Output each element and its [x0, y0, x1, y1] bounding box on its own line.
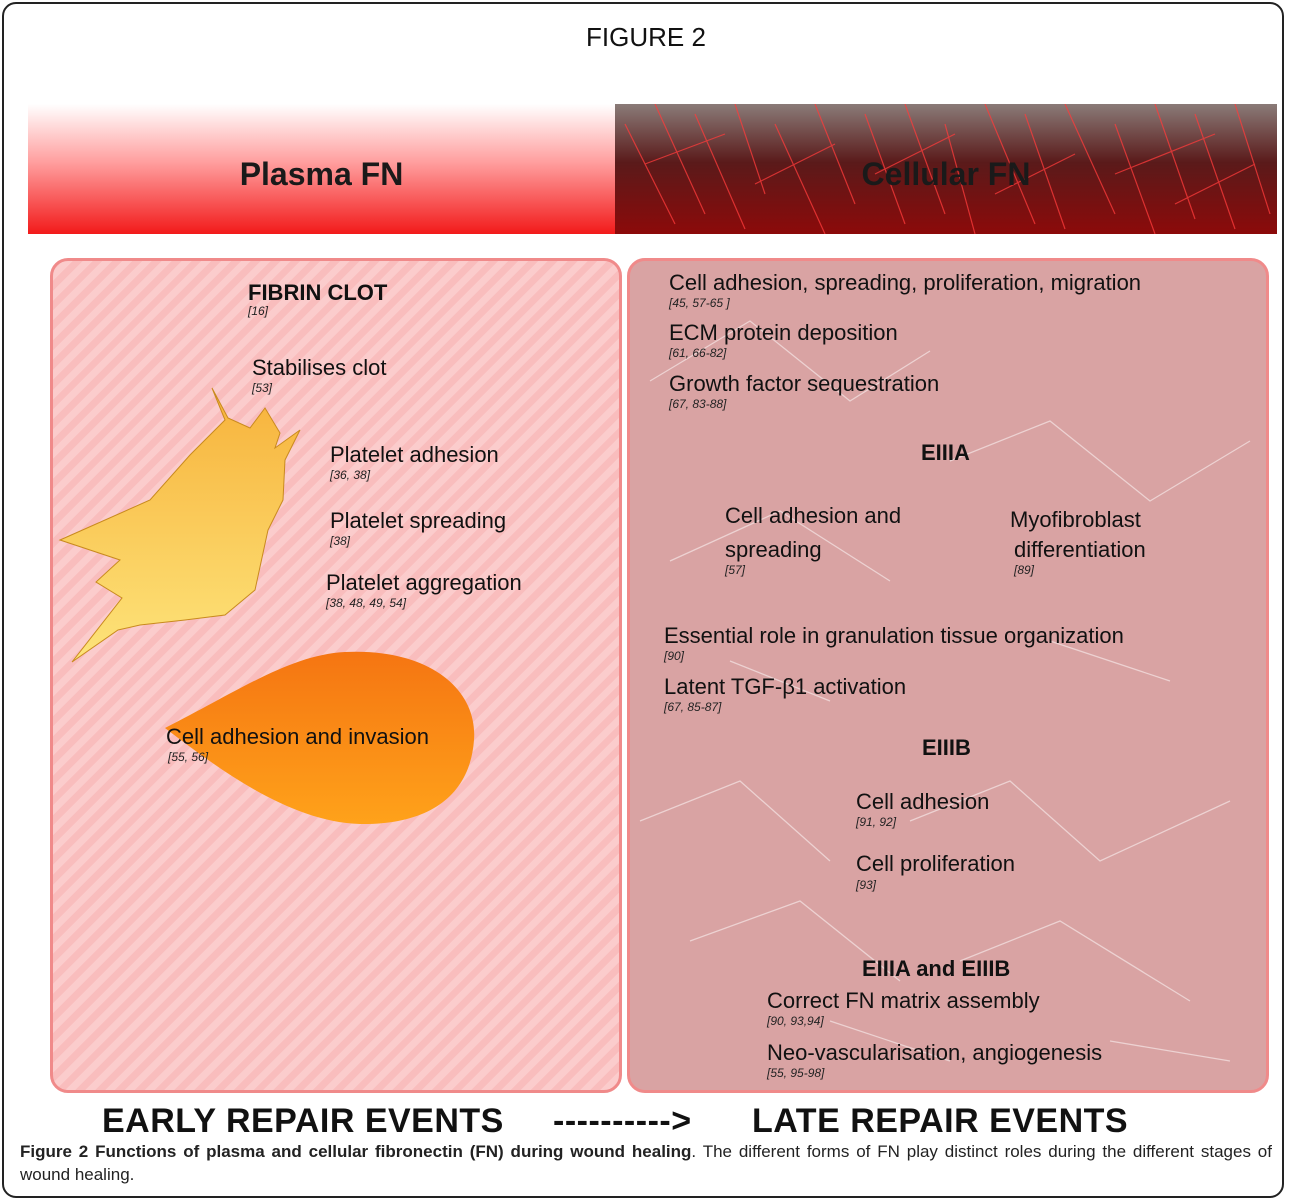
caption-bold: Figure 2 Functions of plasma and cellula… [20, 1142, 692, 1161]
caption-text: . The different forms of FN play distinc… [20, 1142, 1272, 1184]
eiiib-cell-adhesion: Cell adhesion [856, 789, 990, 814]
fn-matrix-assembly: Correct FN matrix assembly [767, 988, 1040, 1013]
figure-caption: Figure 2 Functions of plasma and cellula… [20, 1140, 1272, 1186]
eiiib-cell-proliferation-ref: [93] [856, 878, 877, 892]
early-repair-events: EARLY REPAIR EVENTS [102, 1102, 504, 1140]
eiiia-cell-line2: spreading [725, 537, 822, 562]
fibrin-clot-heading: FIBRIN CLOT [248, 280, 388, 305]
invasion-cell-shape [165, 651, 475, 825]
myofibroblast-line1: Myofibroblast [1010, 507, 1141, 532]
matrix-texture [639, 320, 1251, 1062]
fibre-texture [624, 104, 1271, 234]
platelet-spreading-ref: [38] [330, 534, 351, 548]
cellular-fn-panel [627, 258, 1269, 1093]
figure-label: FIGURE 2 [586, 22, 706, 52]
plasma-fn-band: Plasma FN [28, 104, 615, 234]
eiiia-cell-line1: Cell adhesion and [725, 503, 902, 528]
platelet-spreading: Platelet spreading [330, 508, 507, 533]
cell-adhesion-invasion-ref: [55, 56] [168, 750, 209, 764]
growth-factor-sequestration: Growth factor sequestration [669, 371, 940, 396]
eiiia-heading: EIIIA [921, 440, 970, 465]
myofibroblast-ref: [89] [1014, 563, 1035, 577]
eiiia-eiiib-heading: EIIIA and EIIIB [862, 956, 1011, 981]
cellular-fn-band: Cellular FN [615, 104, 1277, 234]
cell-adhesion-invasion: Cell adhesion and invasion [166, 724, 429, 749]
cellular-fn-title: Cellular FN [861, 156, 1031, 192]
platelet-adhesion-ref: [36, 38] [330, 468, 371, 482]
ecm-protein-deposition-ref: [61, 66-82] [669, 346, 727, 360]
plasma-fn-title: Plasma FN [239, 156, 404, 192]
eiiib-heading: EIIIB [922, 735, 971, 760]
ecm-protein-deposition: ECM protein deposition [669, 320, 898, 345]
neo-vascularisation-ref: [55, 95-98] [767, 1066, 825, 1080]
timeline-arrow: ----------> [553, 1102, 692, 1140]
granulation-tissue-ref: [90] [664, 649, 685, 663]
eiiia-cell-ref: [57] [725, 563, 746, 577]
fn-matrix-assembly-ref: [90, 93,94] [767, 1014, 824, 1028]
growth-factor-sequestration-ref: [67, 83-88] [669, 397, 727, 411]
eiiib-cell-adhesion-ref: [91, 92] [856, 815, 897, 829]
late-repair-events: LATE REPAIR EVENTS [752, 1102, 1129, 1140]
fibrin-clot-ref: [16] [248, 304, 269, 318]
platelet-aggregation: Platelet aggregation [326, 570, 522, 595]
platelet-aggregation-ref: [38, 48, 49, 54] [326, 596, 407, 610]
eiiib-cell-proliferation: Cell proliferation [856, 851, 1015, 876]
stabilises-clot: Stabilises clot [252, 355, 387, 380]
myofibroblast-line2: differentiation [1014, 537, 1146, 562]
granulation-tissue: Essential role in granulation tissue org… [664, 623, 1124, 648]
stabilises-clot-ref: [53] [252, 381, 273, 395]
tgf-activation-ref: [67, 85-87] [664, 700, 722, 714]
neo-vascularisation: Neo-vascularisation, angiogenesis [767, 1040, 1103, 1065]
cell-adhesion-migration: Cell adhesion, spreading, proliferation,… [669, 270, 1142, 295]
cell-adhesion-migration-ref: [45, 57-65 ] [669, 296, 730, 310]
platelet-adhesion: Platelet adhesion [330, 442, 499, 467]
platelet-shape [58, 387, 301, 663]
tgf-activation: Latent TGF-β1 activation [664, 674, 907, 699]
